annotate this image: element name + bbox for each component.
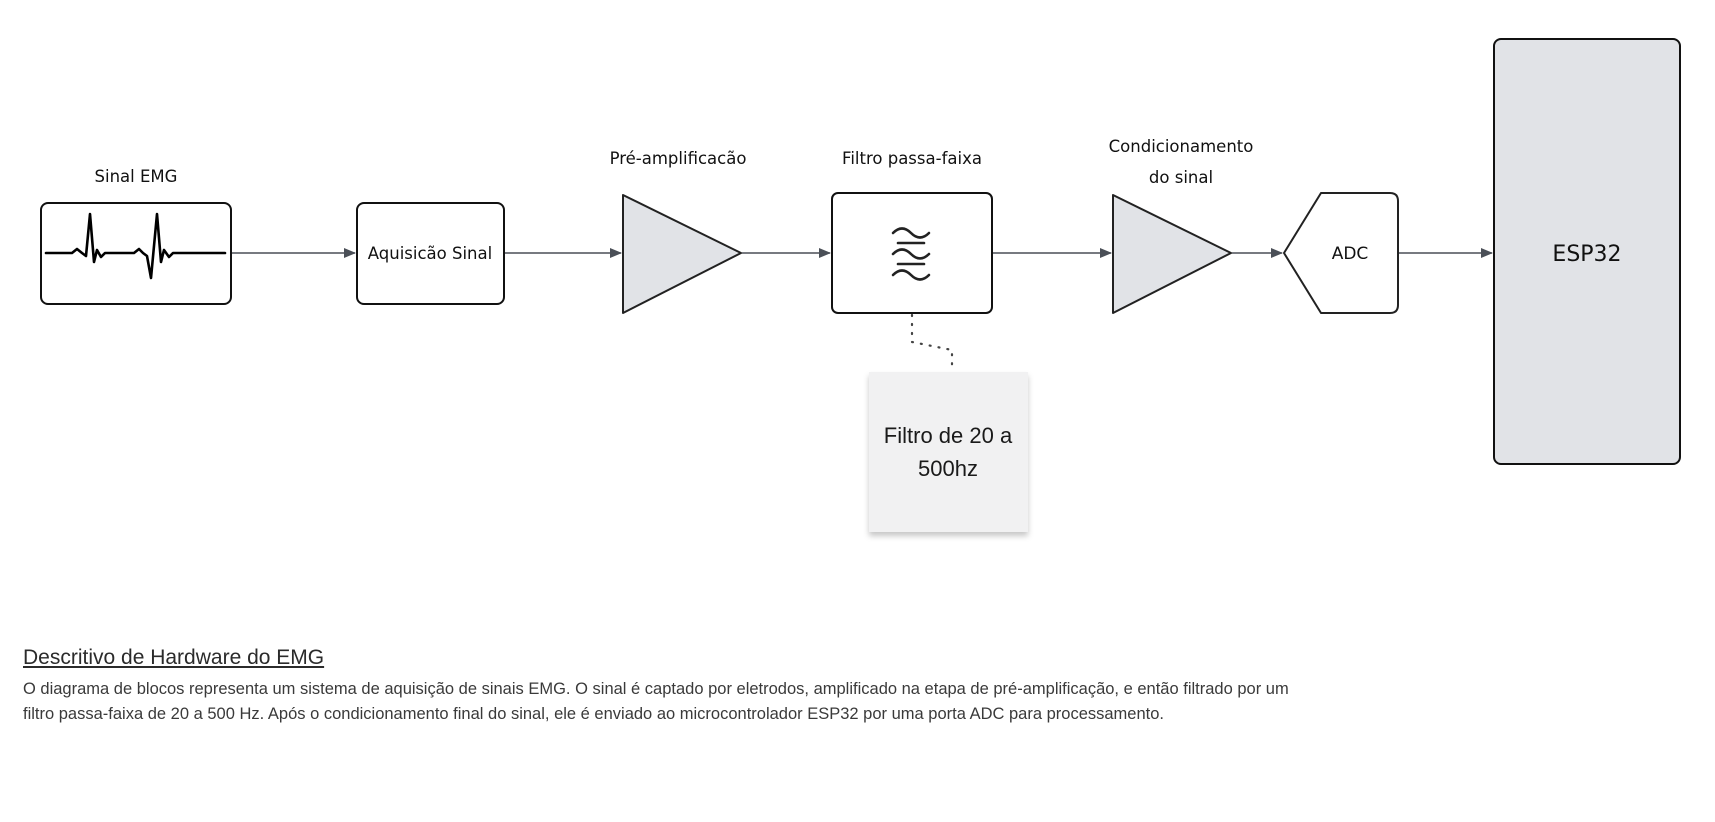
bandpass-filter-block[interactable]: [831, 192, 993, 314]
conditioning-label-line1: Condicionamento: [1109, 137, 1254, 156]
bandpass-filter-icon: [891, 227, 931, 281]
preamp-block[interactable]: [622, 194, 742, 314]
preamp-label: Pré-amplificacão: [610, 149, 747, 168]
conditioning-label-line2: do sinal: [1149, 168, 1213, 187]
conditioning-block[interactable]: [1112, 194, 1232, 314]
esp32-block[interactable]: ESP32: [1493, 38, 1681, 465]
note-line2: 500hz: [918, 456, 978, 481]
block-diagram: Sinal EMG Aquisicão Sinal Pré-amplificac…: [40, 38, 1681, 532]
note-link-dotted: [910, 313, 954, 374]
description-body: O diagrama de blocos representa um siste…: [23, 680, 1289, 724]
hardware-description: Descritivo de Hardware do EMG O diagrama…: [23, 645, 1313, 727]
emg-waveform-icon: [44, 212, 227, 280]
note-line1: Filtro de 20 a: [884, 423, 1013, 448]
bandpass-filter-label: Filtro passa-faixa: [842, 149, 982, 168]
emg-signal-label: Sinal EMG: [95, 167, 178, 186]
acquisition-label: Aquisicão Sinal: [368, 244, 492, 263]
description-title: Descritivo de Hardware do EMG: [23, 646, 325, 669]
emg-signal-block[interactable]: [40, 202, 232, 305]
adc-block[interactable]: ADC: [1283, 192, 1399, 314]
esp32-label: ESP32: [1552, 242, 1621, 267]
adc-label: ADC: [1332, 244, 1369, 264]
filter-range-note[interactable]: Filtro de 20 a 500hz: [869, 372, 1028, 532]
acquisition-block[interactable]: Aquisicão Sinal: [356, 202, 505, 305]
